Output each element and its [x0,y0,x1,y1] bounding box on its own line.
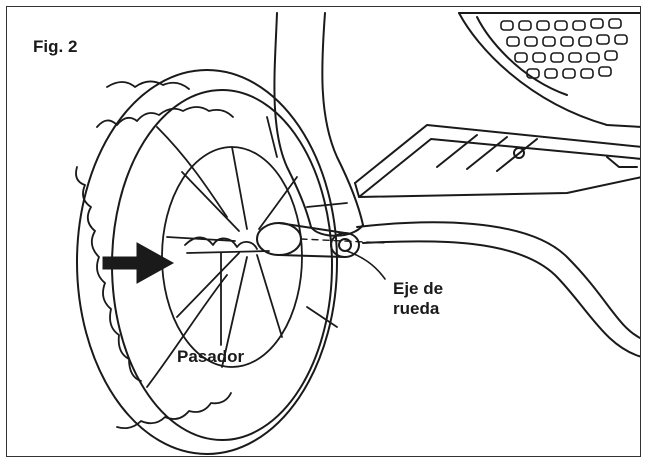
wheel-tire [75,69,338,455]
wheel-assembly-illustration [75,12,640,455]
pin-callout: Pasador [177,347,245,366]
axle-callout: Eje de rueda [393,279,443,318]
axle-hub [256,222,388,258]
figure-frame: Fig. 2 Eje de rueda Pasador [6,6,641,457]
axle-callout-line2: rueda [393,298,440,318]
retaining-pin [184,236,270,346]
motor-housing [458,12,640,128]
insertion-arrow [102,242,175,284]
frame-tube [273,12,640,358]
axle-leader-line [346,250,386,280]
base-plate [354,124,640,198]
figure-label: Fig. 2 [33,37,78,56]
wheel-spokes [146,116,348,388]
axle-callout-line1: Eje de [393,279,444,298]
